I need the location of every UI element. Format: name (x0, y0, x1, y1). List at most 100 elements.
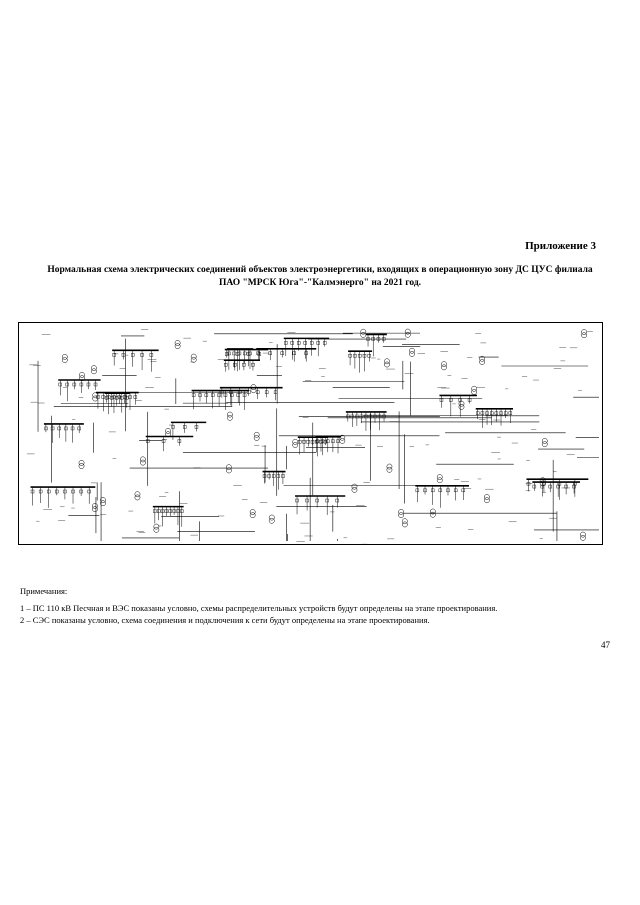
scheme-element (176, 509, 180, 513)
scheme-element (133, 395, 138, 399)
scheme-element (153, 526, 160, 533)
scheme-element (479, 355, 485, 362)
scheme-element (377, 414, 382, 419)
scheme-element (458, 403, 465, 410)
scheme-element (233, 363, 237, 367)
scheme-element (557, 481, 562, 486)
scheme-element (335, 498, 339, 503)
scheme-element (153, 509, 157, 513)
scheme-element (55, 489, 59, 494)
scheme-element (532, 484, 537, 489)
scheme-element (122, 395, 127, 399)
scheme-element (251, 363, 255, 367)
scheme-element (429, 508, 436, 515)
scheme-element (384, 358, 390, 365)
scheme-element (242, 393, 247, 397)
scheme-element (359, 414, 364, 419)
scheme-element (79, 489, 83, 494)
scheme-element (315, 498, 319, 503)
scheme-element (306, 440, 310, 444)
scheme-element (351, 486, 358, 493)
scheme-element (446, 488, 450, 493)
scheme-element (77, 426, 81, 431)
scheme-element (249, 512, 256, 519)
scheme-element (376, 337, 381, 341)
scheme-element (246, 352, 251, 356)
scheme-element (409, 347, 415, 354)
scheme-element (128, 395, 132, 399)
scheme-element (384, 361, 390, 368)
scheme-element (50, 426, 55, 431)
scheme-element (292, 442, 299, 448)
scheme-element (386, 466, 393, 473)
scheme-element (112, 353, 116, 357)
scheme-element (230, 393, 234, 397)
scheme-element (305, 498, 309, 503)
scheme-element (171, 425, 175, 429)
scheme-element (298, 440, 302, 444)
scheme-element (177, 439, 182, 443)
scheme-element (331, 439, 335, 443)
scheme-element (350, 414, 355, 419)
scheme-element (280, 351, 284, 355)
scheme-element (503, 411, 508, 415)
scheme-element (91, 365, 97, 371)
scheme-element (211, 393, 215, 397)
scheme-element (164, 509, 169, 513)
scheme-element (182, 425, 187, 429)
scheme-element (339, 434, 346, 441)
scheme-element (272, 474, 276, 478)
notes: Примечания: 1 – ПС 110 кВ Песчная и ВЭС … (20, 585, 620, 627)
scheme-element (92, 503, 98, 509)
scheme-element (415, 488, 420, 493)
scheme-element (304, 351, 308, 355)
scheme-element (367, 353, 371, 358)
scheme-element (227, 351, 231, 356)
scheme-element (467, 398, 472, 402)
scheme-element (355, 414, 359, 419)
title-line-2: ПАО "МРСК Юга"-"Калмэнерго" на 2021 год. (218, 278, 422, 288)
scheme-element (436, 474, 443, 480)
scheme-element (92, 395, 99, 402)
scheme-element (204, 393, 209, 397)
scheme-element (381, 337, 386, 341)
scheme-element (225, 464, 232, 471)
scheme-element (499, 411, 503, 415)
scheme-element (362, 353, 367, 358)
scheme-element (146, 439, 150, 443)
scheme-element (262, 474, 267, 478)
scheme-element (541, 441, 548, 448)
scheme-element (140, 459, 146, 466)
scheme-element (140, 456, 146, 463)
scheme-element (168, 509, 172, 513)
scheme-element (79, 375, 85, 381)
scheme-element (484, 494, 490, 500)
scheme-element (360, 328, 367, 335)
scheme-element (316, 341, 320, 345)
note-2: 2 – СЭС показаны условно, схема соединен… (20, 615, 430, 625)
scheme-element (490, 411, 494, 415)
scheme-element (339, 438, 346, 444)
scheme-element (112, 395, 116, 399)
scheme-element (160, 509, 165, 513)
scheme-element (476, 411, 480, 415)
scheme-element (242, 363, 246, 367)
scheme-element (57, 426, 61, 431)
scheme-element (268, 514, 275, 521)
scheme-element (441, 364, 447, 371)
scheme-element (134, 494, 141, 501)
scheme-element (223, 393, 228, 397)
scheme-element (319, 440, 323, 444)
scheme-element (290, 341, 294, 345)
scheme-element (409, 351, 415, 357)
scheme-element (404, 328, 411, 335)
scheme-element (441, 361, 447, 368)
scheme-element (494, 411, 499, 415)
scheme-element (78, 463, 85, 469)
scheme-element (79, 372, 85, 378)
scheme-element (191, 393, 196, 397)
scheme-element (91, 368, 97, 375)
scheme-element (326, 439, 330, 443)
scheme-element (190, 353, 197, 360)
scheme-element (398, 512, 404, 518)
